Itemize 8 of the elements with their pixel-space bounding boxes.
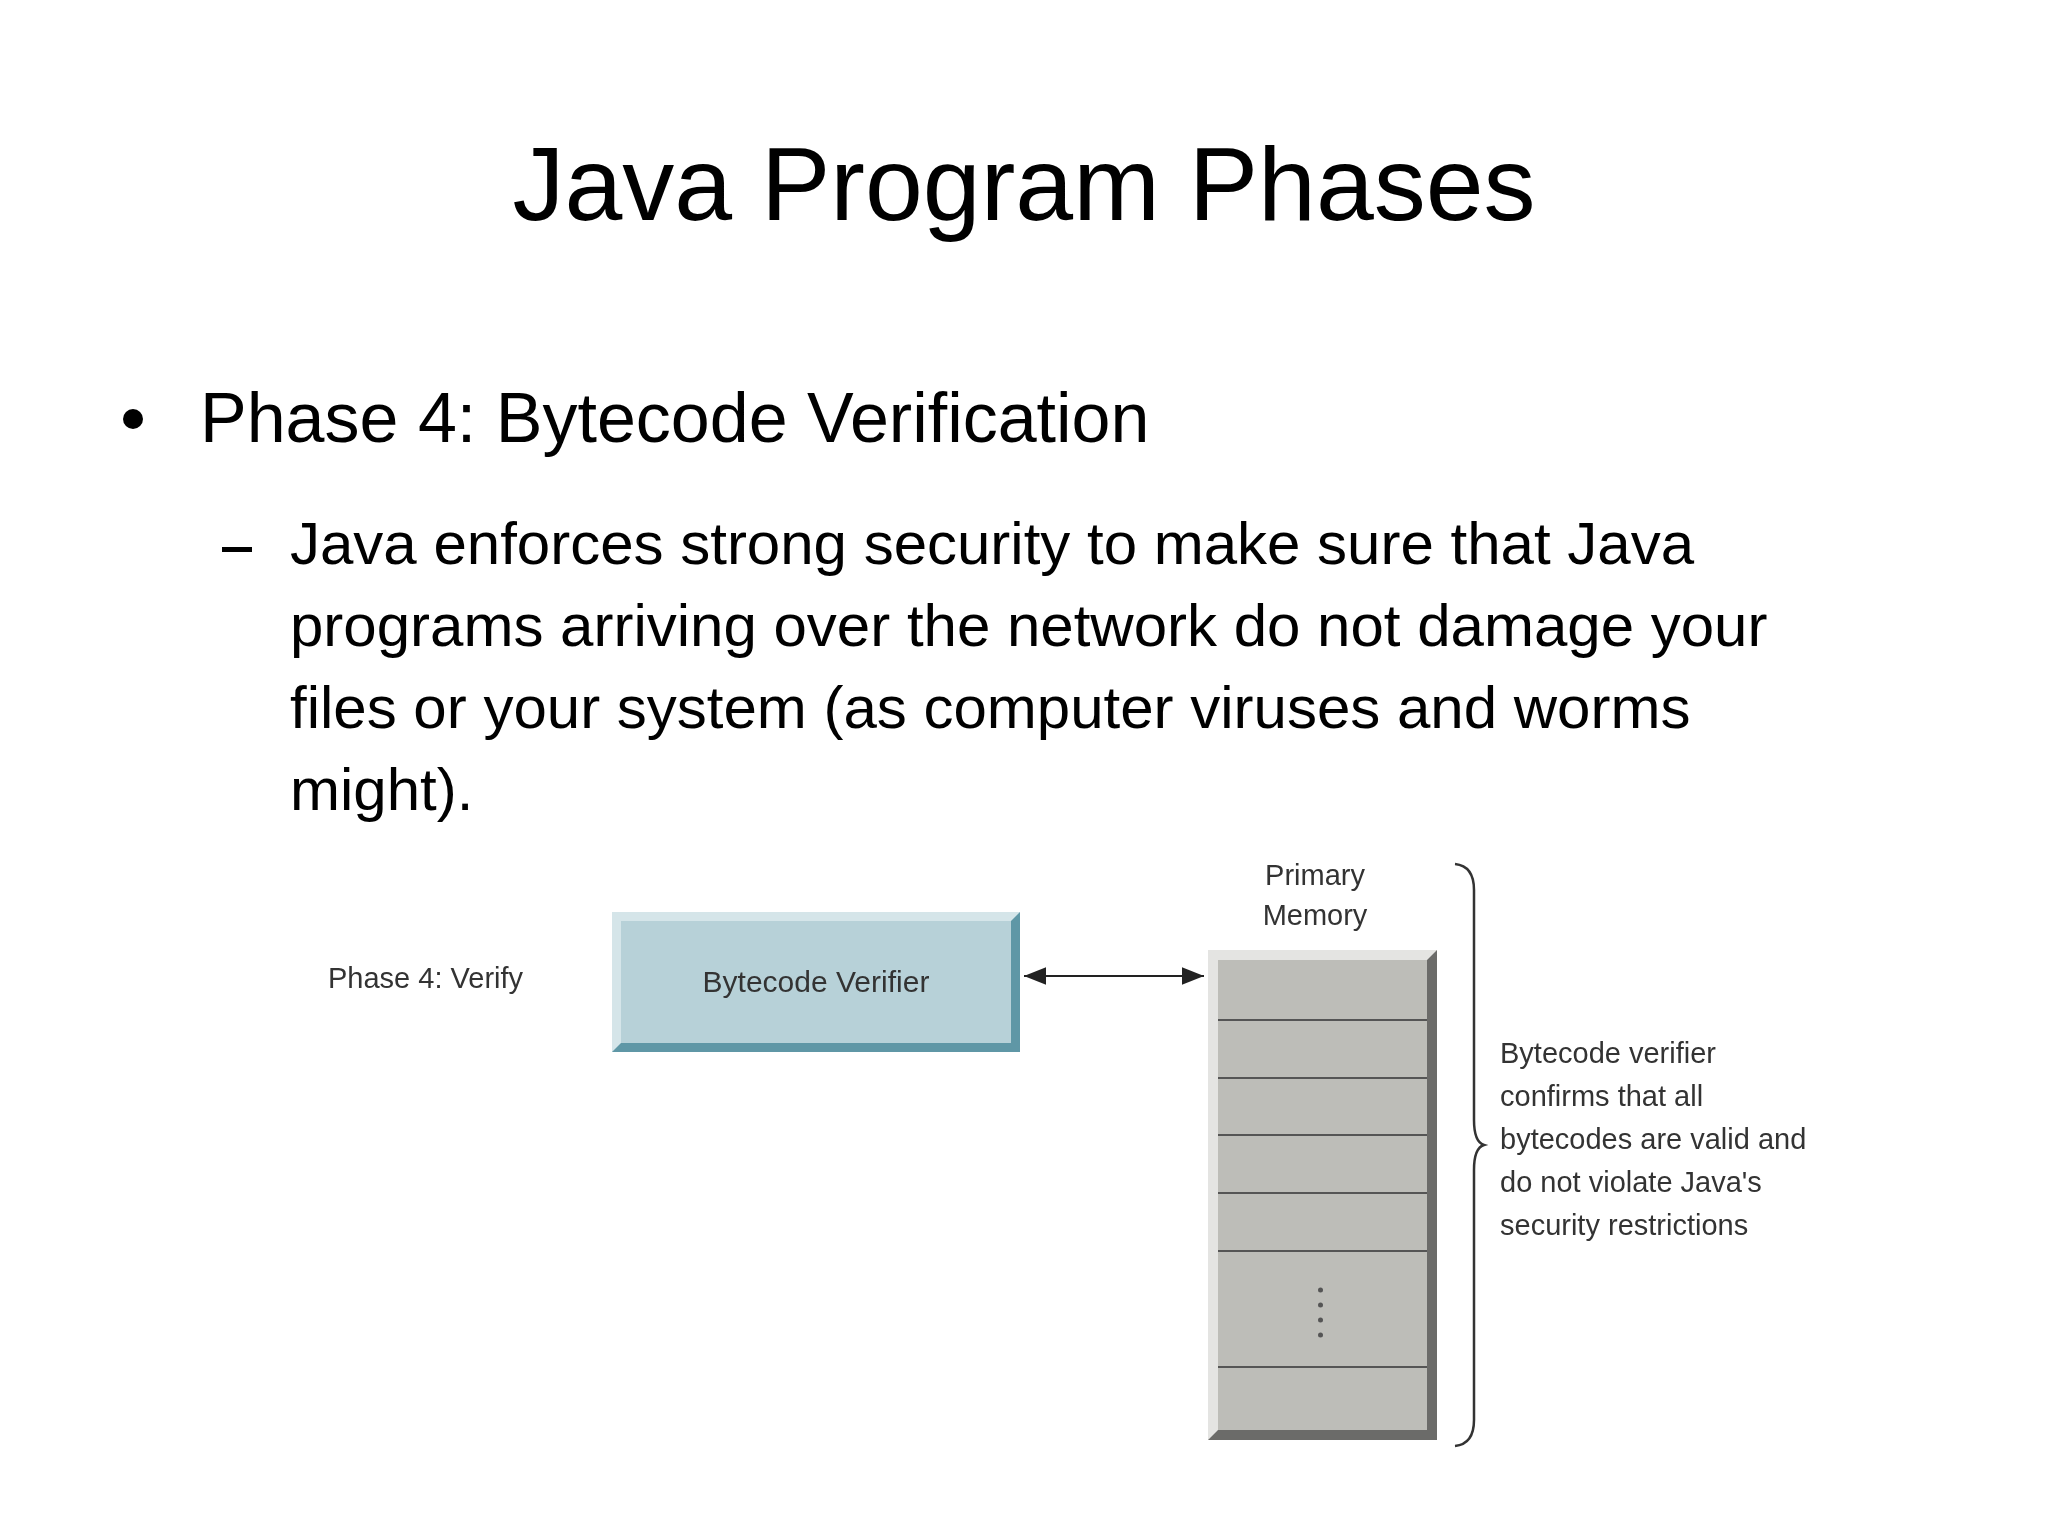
slide-title: Java Program Phases [511,125,1537,244]
brace-note: Bytecode verifier confirms that all bytecodes are valid and do not violate Java's security restrictions [1500,1036,1808,1243]
bullet-paragraph: Java enforces strong security to make sure that Java programs arriving over the network do not damage your files or your system (as computer viruses and worms might). [290,509,1769,825]
bullet-heading: Phase 4: Bytecode Verification [200,378,1151,458]
phase-label: Phase 4: Verify [328,962,525,995]
double-arrow [1023,967,1205,985]
memory-heading: Primary Memory [1261,858,1369,933]
process-box: Bytecode Verifier [612,912,1020,1052]
